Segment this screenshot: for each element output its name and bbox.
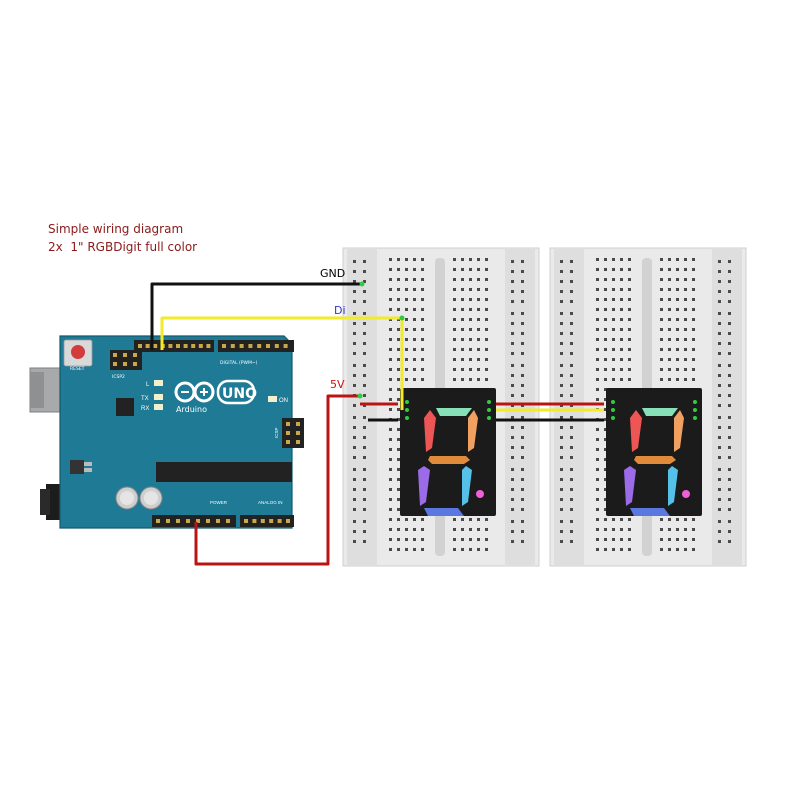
icsp-label: ICSP [274,427,279,438]
icsp2-header: ICSP2 [110,350,142,380]
brand-label: Arduino [176,405,207,414]
voltage-regulator [70,460,84,474]
icsp2-label: ICSP2 [112,374,125,380]
power-5v-wire [194,394,360,566]
onboard-leds: L TX RX ON [141,380,288,412]
analog-header-label: ANALOG IN [258,500,283,505]
led-l-label: L [146,382,150,388]
capacitors [115,486,163,510]
wires [150,281,604,566]
led-on-label: ON [279,398,288,404]
power-header-label: POWER [210,500,228,505]
title-line-2: 2x 1" RGBDigit full color [48,240,198,254]
title-line-1: Simple wiring diagram [48,222,184,236]
usb-chip [116,398,134,416]
rgbdigit-module-2 [606,388,702,516]
reset-label: RESET [70,366,85,372]
digital-header-label: DIGITAL (PWM~) [220,360,258,366]
di-label: Di [334,304,346,317]
data-in-wire [160,316,404,410]
analog-header: ANALOG IN [240,500,294,527]
led-tx-label: TX [141,396,149,402]
gnd-label: GND [320,267,345,280]
atmega-chip [156,462,292,482]
arduino-uno-board: RESET ICSP2 DIGITAL (PWM~) L TX RX ON [29,335,304,529]
power-header: POWER [152,500,236,527]
model-label: UNO [222,386,257,402]
digital-header: DIGITAL (PWM~) [134,340,294,366]
rgbdigit-module-1 [400,388,496,516]
led-rx-label: RX [141,406,149,412]
arduino-logo: UNO Arduino [174,379,257,414]
gnd-wire [150,282,362,350]
v5-label: 5V [330,378,345,391]
icsp-header: ICSP [274,418,304,448]
